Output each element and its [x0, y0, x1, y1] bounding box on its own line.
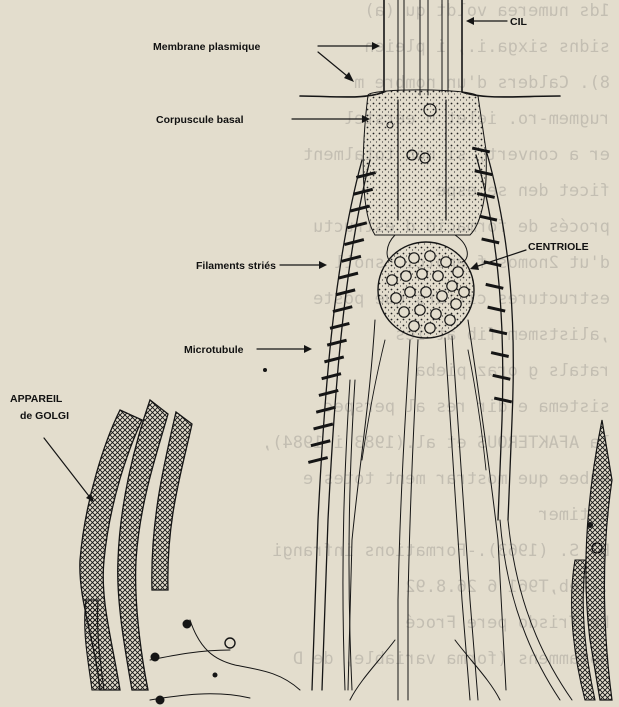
basal-body: [363, 90, 486, 235]
label-cil: CIL: [510, 16, 528, 28]
label-de-golgi: de GOLGI: [20, 410, 69, 422]
centriole-vesicle: [451, 299, 461, 309]
centriole-vesicle: [391, 293, 401, 303]
label-corpuscule-basal: Corpuscule basal: [156, 114, 244, 126]
centriole-vesicle: [437, 291, 447, 301]
centriole-vesicle: [415, 305, 425, 315]
centriole-vesicle: [433, 271, 443, 281]
ghost-text-line: 1ds numerea voldt qu (a): [364, 1, 610, 21]
label-filaments-stries: Filaments striés: [196, 260, 276, 272]
label-appareil: APPAREIL: [10, 393, 63, 405]
centriole-vesicle: [459, 287, 469, 297]
ghost-text-line: la AFAKTEROUS et al.(1983 i 1984),: [262, 433, 610, 453]
ghost-text-line: sidns sixga.i., i pleien: [364, 37, 610, 57]
centriole-vesicle: [417, 269, 427, 279]
centriole-vesicle: [395, 257, 405, 267]
striation-band: [324, 357, 343, 362]
label-microtubule: Microtubule: [184, 344, 244, 356]
centriole-vesicle: [387, 275, 397, 285]
centriole-vesicle: [425, 251, 435, 261]
ghost-text-line: 8). Calders d'un nombre m: [354, 73, 610, 93]
centriole-vesicle: [399, 307, 409, 317]
ghost-text-line: aubee que mostrar ment totes e: [303, 469, 610, 489]
striation-band: [322, 374, 341, 379]
ghost-text-line: d'ut 2nomos f enolcis snoll: [334, 253, 610, 273]
centriole-vesicle: [453, 267, 463, 277]
ghost-text-line: B. S. (1963).-Formations infrangi: [272, 541, 610, 561]
centriole: [378, 242, 474, 338]
centriole-vesicle: [409, 253, 419, 263]
striation-band: [308, 458, 327, 463]
centriole-vesicle: [409, 321, 419, 331]
striation-band: [482, 239, 500, 243]
centriole-vesicle: [445, 315, 455, 325]
centriole-vesicle: [421, 287, 431, 297]
centriole-vesicle: [441, 257, 451, 267]
centriole-vesicle: [401, 271, 411, 281]
striation-band: [486, 284, 504, 288]
centriole-vesicle: [447, 281, 457, 291]
striation-band: [491, 353, 509, 357]
label-membrane-plasmique: Membrane plasmique: [153, 41, 261, 53]
ghost-text-line: notammens (forma variable, de D: [293, 649, 610, 669]
centriole-vesicle: [431, 309, 441, 319]
centriole-vesicle: [425, 323, 435, 333]
centriole-vesicle: [405, 287, 415, 297]
label-centriole: CENTRIOLE: [528, 241, 589, 253]
